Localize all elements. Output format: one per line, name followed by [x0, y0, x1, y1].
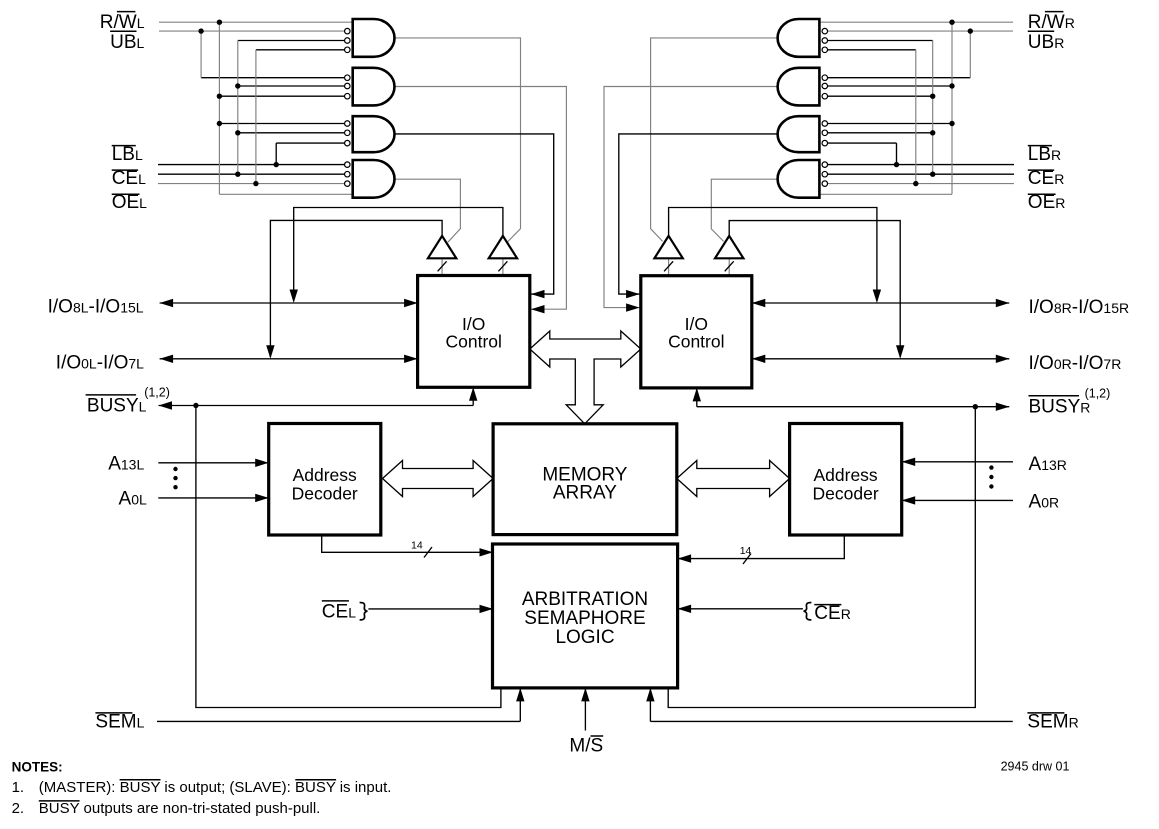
svg-text:UBL: UBL — [110, 32, 144, 53]
svg-text:Address: Address — [813, 465, 877, 485]
svg-text:UBR: UBR — [1028, 32, 1065, 53]
svg-text:CER: CER — [814, 603, 851, 624]
svg-text:A13R: A13R — [1029, 454, 1067, 475]
svg-text:Decoder: Decoder — [813, 484, 879, 504]
svg-text:CEL: CEL — [322, 602, 356, 623]
svg-text:BUSYL: BUSYL — [87, 396, 147, 417]
svg-text:OER: OER — [1028, 192, 1066, 213]
svg-text:LBR: LBR — [1028, 144, 1061, 165]
svg-text:BUSYR: BUSYR — [1029, 397, 1091, 418]
svg-text:SEMR: SEMR — [1027, 711, 1078, 732]
svg-text:A13L: A13L — [108, 454, 144, 475]
svg-text:Decoder: Decoder — [292, 484, 358, 504]
svg-text:SEMAPHORE: SEMAPHORE — [524, 608, 645, 629]
svg-text:A0L: A0L — [119, 489, 147, 510]
svg-text:M/S: M/S — [569, 735, 603, 756]
svg-text:BUSY outputs are non-tri-state: BUSY outputs are non-tri-stated push-pul… — [39, 800, 321, 817]
svg-text:A0R: A0R — [1029, 492, 1060, 513]
svg-text:MEMORY: MEMORY — [542, 465, 627, 486]
svg-text:14: 14 — [740, 545, 752, 557]
svg-text:CER: CER — [1028, 168, 1065, 189]
svg-text:1.: 1. — [12, 779, 25, 796]
svg-text:ARBITRATION: ARBITRATION — [522, 589, 648, 610]
svg-text:(MASTER): BUSY is output; (SLA: (MASTER): BUSY is output; (SLAVE): BUSY … — [39, 779, 392, 796]
svg-text:R/WL: R/WL — [100, 12, 145, 33]
svg-text:14: 14 — [411, 540, 423, 552]
svg-text:2945 drw 01: 2945 drw 01 — [1001, 760, 1070, 774]
svg-text:I/O8L-I/O15L: I/O8L-I/O15L — [48, 297, 144, 318]
svg-text:OEL: OEL — [112, 192, 147, 213]
svg-text:I/O: I/O — [685, 314, 708, 334]
svg-text:Control: Control — [445, 332, 501, 352]
svg-text:LBL: LBL — [112, 144, 143, 165]
svg-text:2.: 2. — [12, 800, 25, 817]
svg-text:I/O8R-I/O15R: I/O8R-I/O15R — [1029, 297, 1130, 318]
svg-text:I/O0R-I/O7R: I/O0R-I/O7R — [1029, 353, 1122, 374]
svg-text:(1,2): (1,2) — [144, 386, 170, 400]
svg-text:Control: Control — [668, 332, 724, 352]
svg-text:I/O0L-I/O7L: I/O0L-I/O7L — [56, 352, 144, 373]
svg-text:SEML: SEML — [95, 711, 144, 732]
svg-text:(1,2): (1,2) — [1085, 386, 1111, 400]
svg-text:Address: Address — [293, 465, 357, 485]
svg-text:CEL: CEL — [112, 168, 146, 189]
svg-text:NOTES:: NOTES: — [12, 759, 63, 774]
svg-text:LOGIC: LOGIC — [555, 627, 614, 648]
svg-text:I/O: I/O — [462, 314, 485, 334]
svg-text:R/WR: R/WR — [1028, 12, 1075, 33]
svg-text:ARRAY: ARRAY — [553, 483, 617, 504]
